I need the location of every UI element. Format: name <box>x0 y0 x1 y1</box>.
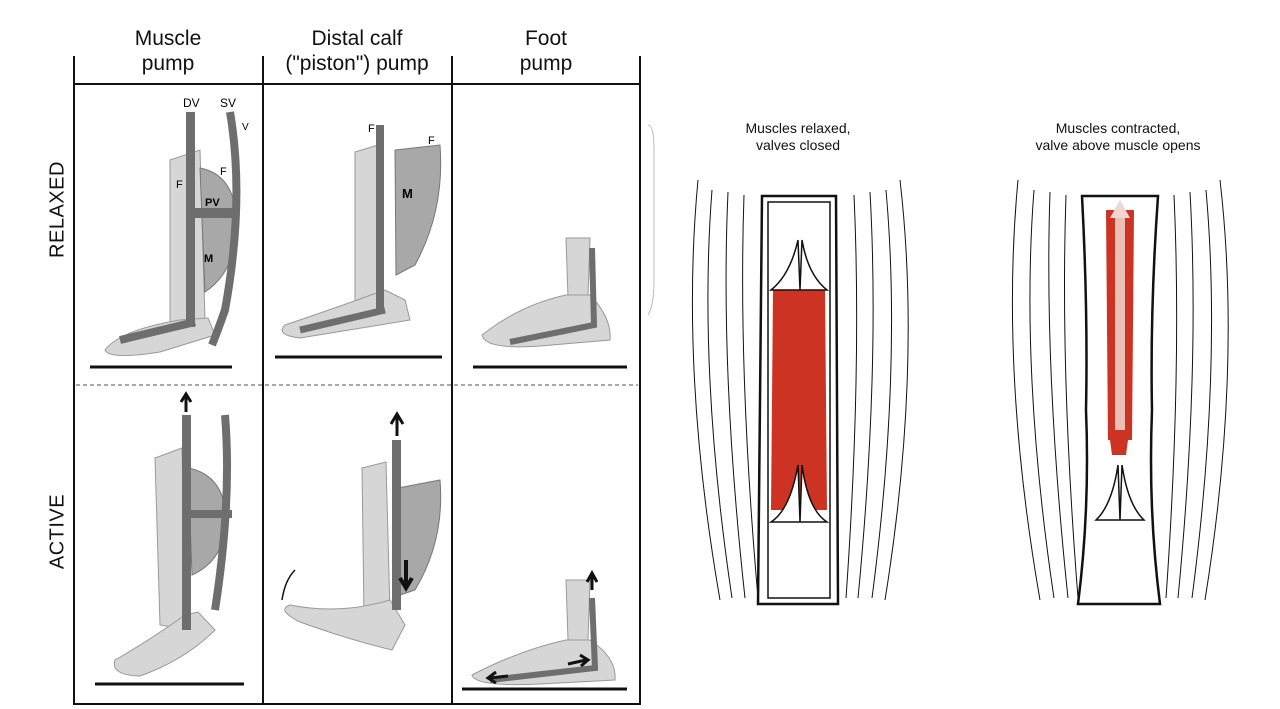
distal-calf-pump-active <box>281 411 442 651</box>
muscle-pump-active <box>95 391 244 686</box>
label-m: M <box>204 253 213 265</box>
column-title-distal-calf-pump: Distal calf ("piston") pump <box>285 27 429 75</box>
label-sv: SV <box>220 96 236 110</box>
panel-contracted <box>1011 179 1229 606</box>
pump-grid-drawing: DV SV V F F PV M F F M <box>73 56 641 705</box>
label-f-calf-right: F <box>428 135 435 147</box>
label-f-left: F <box>176 179 183 191</box>
column-title-muscle-pump: Muscle pump <box>134 27 202 75</box>
caption-relaxed: Muscles relaxed, valves closed <box>745 120 851 153</box>
label-dv: DV <box>183 96 200 110</box>
foot-pump-active <box>462 569 627 691</box>
label-pv: PV <box>205 197 220 209</box>
valve-drawing <box>647 124 1229 606</box>
label-m-calf: M <box>402 186 413 201</box>
label-f-right: F <box>220 166 227 178</box>
bracket <box>647 124 655 316</box>
column-title-foot-pump: Foot pump <box>519 27 573 75</box>
distal-calf-pump-relaxed: F F M <box>275 123 442 359</box>
grid-lines <box>73 56 641 705</box>
muscle-pump-relaxed: DV SV V F F PV M <box>90 96 249 369</box>
panel-relaxed <box>691 179 909 606</box>
foot-pump-relaxed <box>473 237 627 369</box>
label-v: V <box>242 122 249 133</box>
caption-contracted: Muscles contracted, valve above muscle o… <box>1035 120 1201 153</box>
label-f-calf: F <box>368 123 375 135</box>
